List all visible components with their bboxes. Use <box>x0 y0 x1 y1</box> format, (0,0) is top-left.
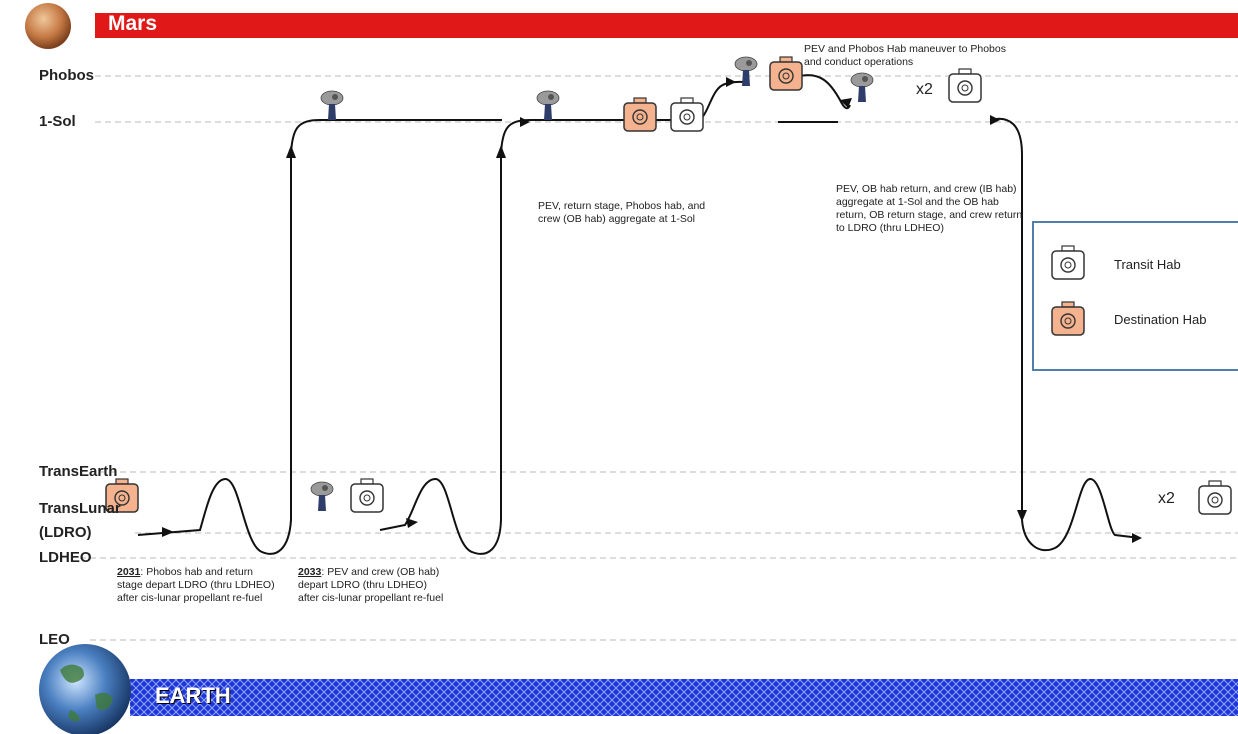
earth-title: EARTH <box>155 683 231 708</box>
mars-planet-icon <box>25 3 71 49</box>
cluster-ldro-return <box>1198 480 1232 515</box>
cluster-aggregate <box>536 90 704 132</box>
legend-label-transit: Transit Hab <box>1114 257 1181 272</box>
earth-band <box>130 679 1238 716</box>
note-2033: 2033: PEV and crew (OB hab) depart LDRO … <box>298 566 444 604</box>
pev-icon <box>536 90 560 121</box>
legend-label-destination: Destination Hab <box>1114 312 1207 327</box>
level-label-phobos: Phobos <box>39 67 94 84</box>
pev-icon <box>320 90 344 121</box>
earth-planet-icon <box>39 644 131 734</box>
note-2031: 2031: Phobos hab and return stage depart… <box>117 566 275 604</box>
transit-hab-icon <box>350 478 384 513</box>
note-aggregate: PEV, return stage, Phobos hab, and crew … <box>538 200 706 225</box>
transit-hab-legend-icon <box>1051 245 1085 280</box>
destination-hab-icon <box>769 56 803 91</box>
mars-title: Mars <box>108 12 158 35</box>
level-label-transearth: TransEarth <box>39 463 118 480</box>
orbit-reference-lines <box>80 75 1238 641</box>
note-return: PEV, OB hab return, and crew (IB hab) ag… <box>836 183 1023 234</box>
legend: Transit Hab Destination Hab <box>1032 221 1238 371</box>
note-phobos-maneuver: PEV and Phobos Hab maneuver to Phobos an… <box>804 43 1006 68</box>
earth-landmass-icon <box>60 664 113 722</box>
level-label-ldheo: LDHEO <box>39 549 92 566</box>
level-label-leo: LEO <box>39 631 70 648</box>
mars-band <box>95 13 1238 38</box>
transit-hab-icon <box>948 68 982 103</box>
destination-hab-icon <box>623 97 657 132</box>
transit-hab-icon <box>670 97 704 132</box>
pev-icon <box>310 481 334 512</box>
cluster-phobos-ops <box>734 56 803 91</box>
cluster-2033 <box>310 478 384 513</box>
trajectory-paths <box>137 74 1141 555</box>
level-label-1-sol: 1-Sol <box>39 113 76 130</box>
cluster-first-arrival <box>320 90 344 121</box>
multiplier-label: x2 <box>916 81 933 98</box>
transit-hab-icon <box>1198 480 1232 515</box>
level-label-translunar: TransLunar <box>39 500 121 517</box>
trajectory-arrows <box>162 77 1142 543</box>
destination-hab-legend-icon <box>1051 301 1085 336</box>
level-label-ldro: (LDRO) <box>39 524 92 541</box>
pev-icon <box>850 72 874 103</box>
multiplier-label: x2 <box>1158 490 1175 507</box>
